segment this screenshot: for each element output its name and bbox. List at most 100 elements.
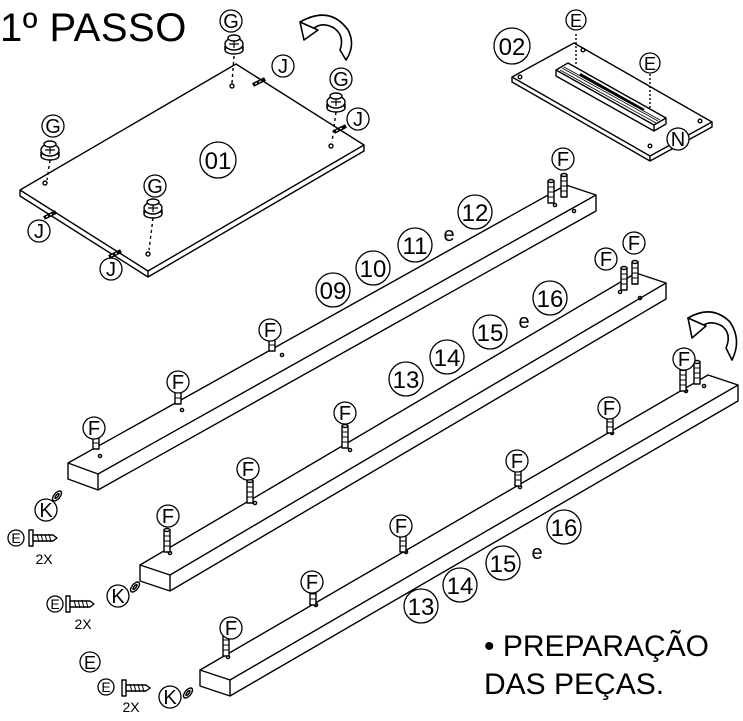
label-e: E [46, 595, 64, 613]
svg-text:11: 11 [403, 233, 428, 260]
label-f: F [156, 504, 180, 528]
label-f: F [389, 514, 413, 538]
svg-text:12: 12 [462, 200, 489, 227]
svg-text:F: F [264, 320, 276, 342]
svg-text:E: E [11, 530, 20, 546]
svg-text:E: E [570, 11, 582, 31]
part-number-10: 10 [355, 250, 391, 286]
label-k: K [106, 584, 130, 608]
svg-text:G: G [333, 69, 349, 91]
svg-text:F: F [600, 249, 612, 271]
part-number-15: 15 [472, 314, 508, 350]
svg-text:F: F [395, 516, 407, 538]
label-f: F [672, 347, 696, 371]
svg-text:G: G [45, 116, 61, 138]
svg-text:13: 13 [408, 594, 435, 621]
label-e: E [97, 678, 115, 696]
label-e: E [7, 529, 25, 547]
svg-text:J: J [34, 221, 44, 243]
label-g: G [41, 114, 65, 138]
step-note: • PREPARAÇÃO DAS PEÇAS. [484, 628, 709, 704]
svg-text:16: 16 [537, 286, 564, 313]
label-e: E [565, 9, 587, 31]
svg-text:15: 15 [477, 320, 504, 347]
svg-text:F: F [306, 572, 318, 594]
label-f: F [551, 147, 575, 171]
connector-label: e [518, 311, 529, 333]
label-f: F [258, 318, 282, 342]
svg-text:J: J [106, 259, 116, 281]
connector-label: e [531, 542, 542, 564]
label-e: E [79, 651, 101, 673]
label-j: J [27, 219, 51, 243]
label-f: F [333, 401, 357, 425]
quantity-label: 2X [74, 616, 92, 632]
label-n: N [666, 127, 690, 151]
svg-text:G: G [223, 11, 239, 33]
label-g: G [219, 9, 243, 33]
part-number-11: 11 [397, 227, 433, 263]
svg-text:F: F [678, 349, 690, 371]
svg-text:10: 10 [360, 256, 387, 283]
svg-text:E: E [50, 596, 59, 612]
svg-text:F: F [557, 149, 569, 171]
label-e: E [639, 52, 661, 74]
svg-text:F: F [511, 451, 523, 473]
svg-text:K: K [163, 687, 177, 709]
svg-text:14: 14 [434, 345, 461, 372]
part-number-15: 15 [485, 545, 521, 581]
svg-text:F: F [162, 506, 174, 528]
rotate-arrow-icon [299, 14, 353, 61]
svg-text:N: N [671, 129, 685, 151]
svg-text:14: 14 [447, 573, 474, 600]
panel-13-16-middle [139, 272, 667, 592]
svg-text:E: E [644, 54, 656, 74]
svg-text:01: 01 [205, 148, 232, 175]
svg-text:J: J [278, 56, 288, 78]
label-f: F [82, 416, 106, 440]
label-f: F [505, 449, 529, 473]
svg-text:F: F [172, 372, 184, 394]
label-f: F [300, 570, 324, 594]
part-number-01: 01 [199, 141, 237, 179]
svg-text:K: K [111, 586, 125, 608]
panel-09-12 [67, 184, 597, 491]
svg-text:F: F [603, 398, 615, 420]
part-number-13: 13 [403, 588, 439, 624]
label-j: J [99, 257, 123, 281]
svg-text:13: 13 [393, 367, 420, 394]
svg-text:F: F [88, 418, 100, 440]
note-line-2: DAS PEÇAS. [484, 668, 665, 701]
connector-label: e [443, 224, 454, 246]
svg-text:F: F [242, 459, 254, 481]
rotate-arrow-icon [687, 311, 738, 361]
svg-text:F: F [339, 403, 351, 425]
svg-text:F: F [628, 233, 640, 255]
label-j: J [271, 54, 295, 78]
part-number-13: 13 [388, 361, 424, 397]
svg-text:15: 15 [490, 551, 517, 578]
panel-13-16-bottom [199, 374, 739, 697]
part-number-16: 16 [532, 280, 568, 316]
label-g: G [329, 67, 353, 91]
dowel-pin-icon [222, 359, 701, 657]
drawer-rail-icon [555, 34, 667, 132]
part-number-14: 14 [429, 339, 465, 375]
bullet: • [484, 630, 495, 663]
label-k: K [34, 498, 58, 522]
svg-text:G: G [147, 176, 163, 198]
label-g: G [143, 174, 167, 198]
svg-text:02: 02 [499, 34, 526, 61]
svg-text:K: K [39, 500, 53, 522]
part-number-02: 02 [493, 27, 531, 65]
label-f: F [597, 396, 621, 420]
part-number-14: 14 [442, 567, 478, 603]
part-number-12: 12 [457, 194, 493, 230]
step-title: 1º PASSO [0, 6, 187, 50]
quantity-label: 2X [35, 551, 53, 567]
quantity-label: 2X [122, 699, 140, 715]
panel-01 [19, 63, 365, 278]
svg-text:F: F [225, 618, 237, 640]
svg-text:J: J [353, 109, 363, 131]
